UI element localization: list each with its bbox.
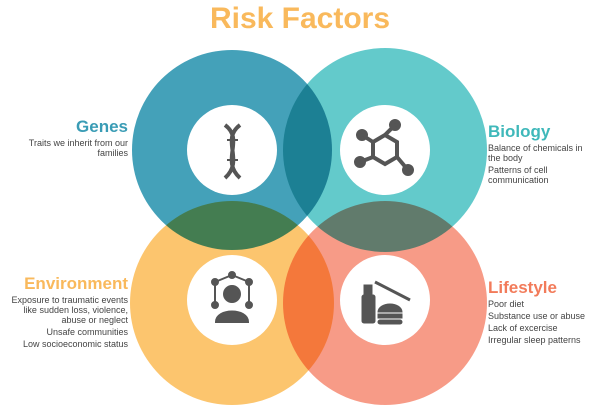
environment-label: Environment Exposure to traumatic events… xyxy=(10,274,128,351)
lifestyle-heading: Lifestyle xyxy=(488,278,557,297)
environment-item: Exposure to traumatic events like sudden… xyxy=(11,295,128,325)
genes-item: Traits we inherit from our families xyxy=(28,138,128,158)
lifestyle-item: Irregular sleep patterns xyxy=(488,335,581,345)
lifestyle-item: Substance use or abuse xyxy=(488,311,586,321)
lifestyle-item: Lack of excercise xyxy=(488,323,558,333)
lifestyle-item: Poor diet xyxy=(488,299,525,309)
dna-icon xyxy=(223,123,242,180)
environment-heading: Environment xyxy=(24,274,128,293)
environment-item: Low socioeconomic status xyxy=(22,339,128,349)
lifestyle-label: Lifestyle Poor diet Substance use or abu… xyxy=(488,278,598,347)
genes-heading: Genes xyxy=(76,117,128,136)
page-title: Risk Factors xyxy=(209,2,391,35)
molecule-icon xyxy=(354,119,414,176)
biology-item: Balance of chemicals in the body xyxy=(488,143,583,163)
environment-item: Unsafe communities xyxy=(46,327,128,337)
biology-label: Biology Balance of chemicals in the body… xyxy=(488,122,588,187)
food-syringe-icon xyxy=(361,280,411,325)
person-network-icon xyxy=(211,271,253,323)
genes-label: Genes Traits we inherit from our familie… xyxy=(20,117,128,160)
biology-item: Patterns of cell communication xyxy=(488,165,549,185)
biology-heading: Biology xyxy=(488,122,551,141)
